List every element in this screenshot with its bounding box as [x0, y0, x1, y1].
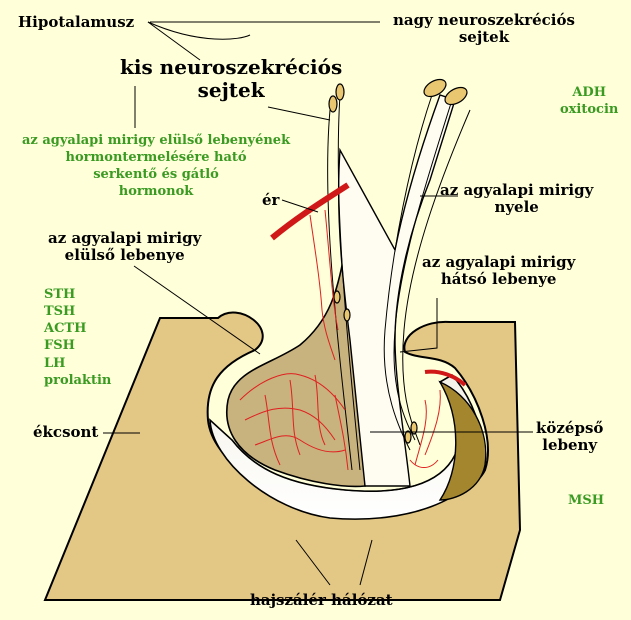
hormone-prolaktin: prolaktin [44, 372, 112, 388]
hormone-msh: MSH [568, 493, 605, 508]
label-nyele: az agyalapi mirigy nyele [440, 181, 594, 217]
label-hajszaler: hajszálér hálózat [250, 591, 393, 609]
releasing-line1: az agyalapi mirigy elülső lebenyének [22, 133, 291, 148]
hormone-fsh: FSH [44, 338, 75, 354]
nerve-fibers [327, 94, 471, 471]
hormone-sth: STH [44, 287, 76, 302]
releasing-line3: serkentő és gátló [93, 167, 219, 183]
pituitary-stalk [337, 94, 456, 487]
label-nyele-line2: nyele [494, 198, 539, 217]
label-kozepso-lebeny: középső lebeny [536, 419, 604, 455]
hormones-posterior: ADH oxitocin [560, 84, 618, 118]
label-er: ér [262, 191, 280, 209]
label-hatso-line1: az agyalapi mirigy [422, 253, 576, 271]
label-kozepso-line1: középső [536, 419, 604, 437]
neurosecretory-cells [328, 78, 468, 444]
label-nyele-line1: az agyalapi mirigy [440, 181, 594, 199]
label-hatso-line2: hátsó lebenye [440, 270, 557, 289]
label-eloulso-lebeny: az agyalapi mirigy elülső lebenye [48, 229, 202, 265]
label-ekcsont: ékcsont [33, 423, 99, 441]
hormone-oxitocin: oxitocin [560, 102, 619, 118]
blood-vessel-posterior [424, 369, 467, 387]
label-kis-line1: kis neuroszekréciós [120, 55, 343, 79]
hormone-adh: ADH [572, 85, 606, 100]
hormones-intermediate: MSH [568, 492, 604, 509]
hormones-anterior: STH TSH ACTH FSH LH prolaktin [44, 286, 111, 389]
label-nagy-line2: sejtek [458, 28, 510, 47]
label-hipotalamusz: Hipotalamusz [18, 13, 135, 31]
blood-vessel [270, 182, 350, 241]
releasing-line2: hormontermelésére ható [65, 150, 247, 166]
hormone-tsh: TSH [44, 304, 76, 320]
label-eloulso-line1: az agyalapi mirigy [48, 229, 202, 247]
label-hatso-lebeny: az agyalapi mirigy hátsó lebenye [422, 253, 576, 289]
label-eloulso-line2: elülső lebenye [64, 246, 185, 265]
leader-lines [103, 21, 533, 586]
label-kozepso-line2: lebeny [542, 436, 598, 455]
label-nagy-line1: nagy neuroszekréciós [393, 11, 575, 29]
label-kis-neuroszekrecios: kis neuroszekréciós sejtek [120, 56, 342, 102]
hormone-lh: LH [44, 355, 66, 371]
posterior-lobe [438, 380, 487, 501]
hormone-acth: ACTH [44, 321, 87, 337]
label-nagy-neuroszekrecios: nagy neuroszekréciós sejtek [393, 11, 575, 47]
releasing-line4: hormonok [118, 184, 194, 200]
label-kis-line2: sejtek [197, 78, 265, 102]
hormones-releasing: az agyalapi mirigy elülső lebenyének hor… [22, 132, 290, 201]
